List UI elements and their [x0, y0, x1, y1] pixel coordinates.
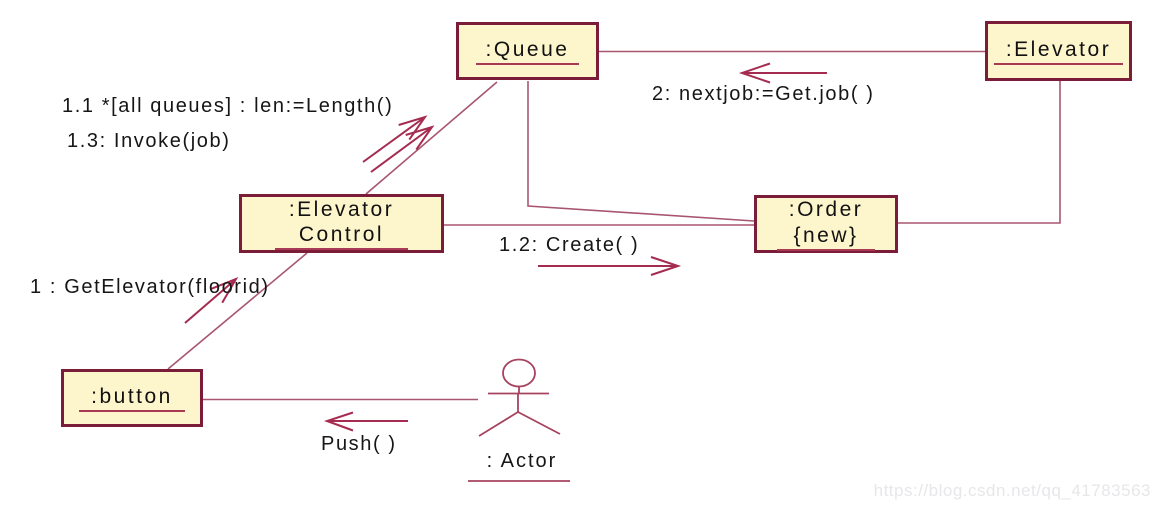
message-1-arrow-diagonal [184, 277, 239, 324]
object-name-order-line2: {new} [777, 223, 875, 251]
actor-right-leg [517, 411, 561, 435]
object-name-queue: :Queue [475, 37, 580, 66]
actor-left-leg [478, 411, 519, 437]
watermark-text: https://blog.csdn.net/qq_41783563 [873, 481, 1151, 500]
actor-name-label: : Actor [486, 450, 558, 472]
message-1-3-label: 1.3: Invoke(job) [67, 130, 231, 152]
push-arrow-left [323, 411, 408, 432]
link-queue-order [527, 81, 755, 222]
object-box-elevator: :Elevator [985, 21, 1132, 81]
message-1-label: 1 : GetElevator(floorid) [30, 276, 270, 298]
object-box-order: :Order {new} [754, 195, 898, 253]
actor-figure [468, 358, 570, 482]
object-box-queue: :Queue [456, 22, 599, 80]
link-control-queue [365, 81, 498, 195]
object-name-elevator-control-line1: :Elevator [288, 197, 395, 221]
message-1-2-label: 1.2: Create( ) [499, 234, 640, 256]
link-elevator-order [898, 81, 1061, 224]
message-1-2-arrow-right [538, 256, 682, 276]
message-1-3-arrow-diagonal [370, 125, 435, 173]
push-message-label: Push( ) [321, 433, 397, 455]
link-button-control [167, 252, 308, 370]
object-name-button: :button [79, 384, 185, 413]
object-name-elevator: :Elevator [993, 37, 1124, 66]
object-box-elevator-control: :Elevator Control [239, 194, 444, 253]
object-box-button: :button [61, 369, 203, 427]
object-name-elevator-control-line2: Control [274, 222, 409, 251]
object-name-order-line1: :Order [788, 198, 864, 222]
message-1-1-label: 1.1 *[all queues] : len:=Length() [62, 95, 394, 117]
actor-head [502, 358, 536, 388]
message-2-label: 2: nextjob:=Get.job( ) [652, 83, 875, 105]
message-2-arrow-left [738, 62, 827, 84]
